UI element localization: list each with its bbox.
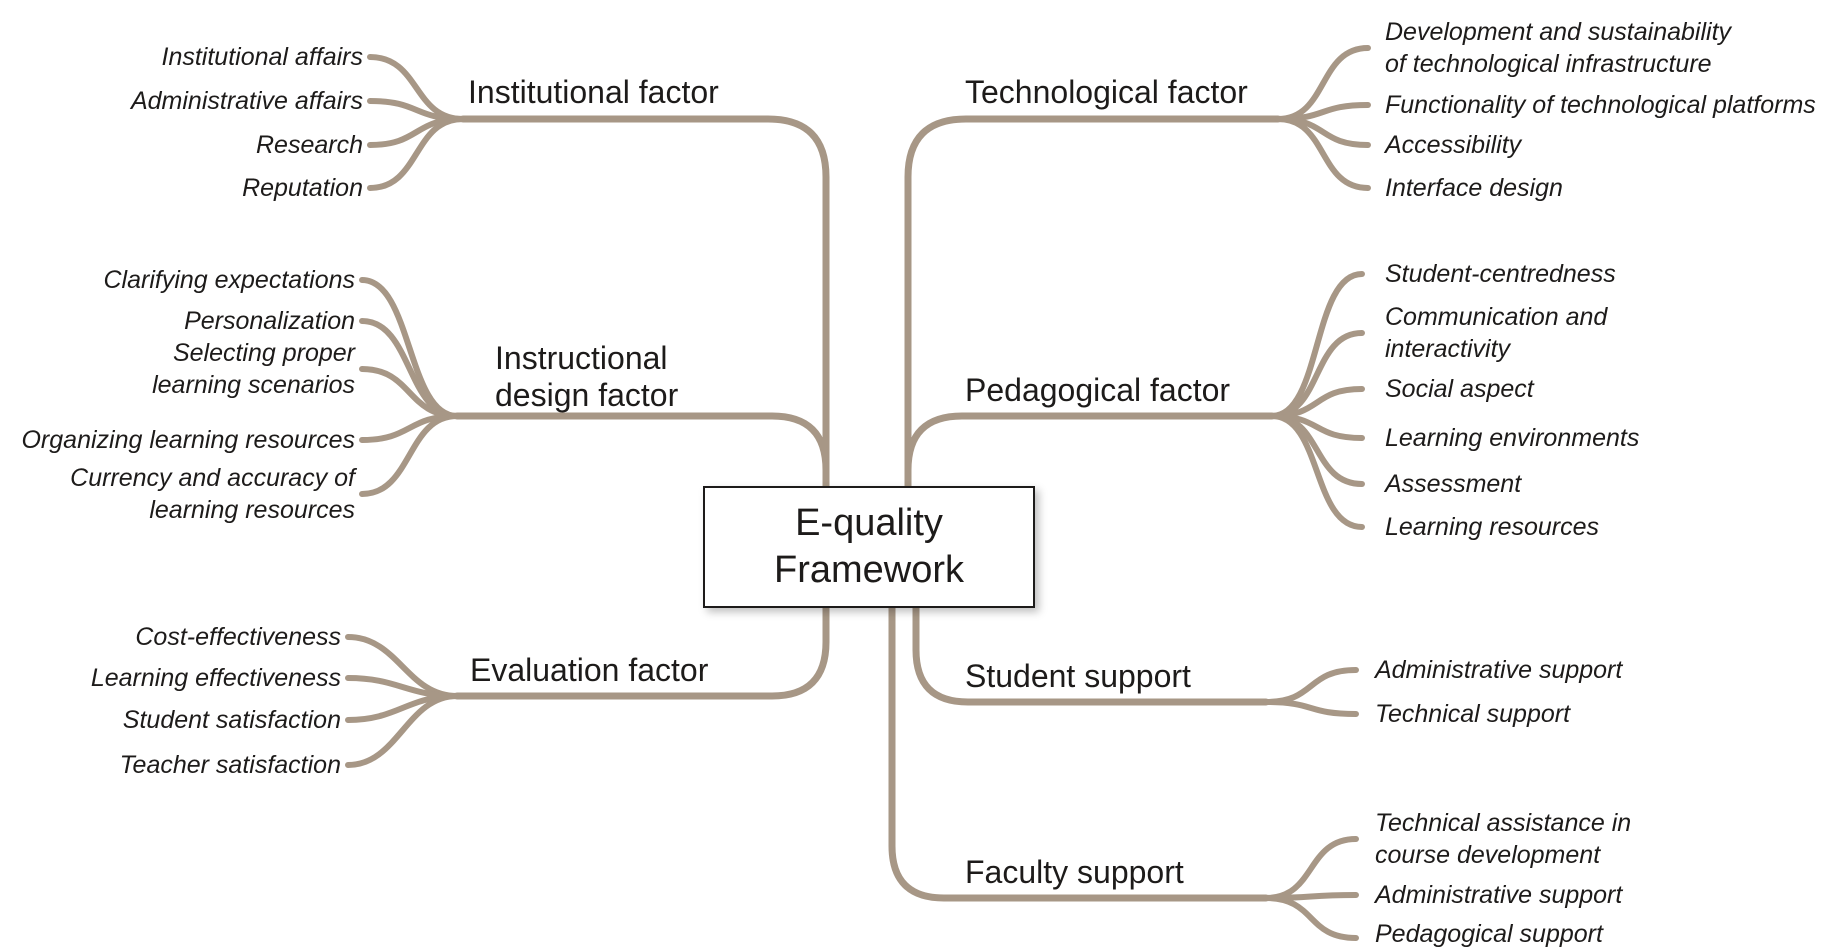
leaf-reputation: Reputation — [242, 174, 363, 202]
leaf-learning-effectiveness: Learning effectiveness — [90, 664, 341, 692]
branch-line-technological-factor — [904, 115, 1282, 492]
center-node: E-quality Framework — [703, 486, 1035, 608]
leaf-line-teacher-satisfaction — [345, 693, 460, 768]
leaf-line-pedagogical-support — [1263, 895, 1359, 941]
branch-label-technological-factor: Technological factor — [965, 74, 1248, 110]
leaf-student-centredness: Student-centredness — [1385, 260, 1616, 288]
leaf-line-administrative-support-student — [1263, 667, 1359, 705]
leaf-line-technical-assistance — [1263, 836, 1359, 901]
leaf-institutional-affairs: Institutional affairs — [161, 43, 364, 71]
leaf-technical-assistance: Technical assistance in course developme… — [1375, 809, 1632, 869]
leaf-line-administrative-affairs — [367, 98, 466, 122]
branch-label-instructional-design-factor: Instructional design factor — [495, 340, 679, 413]
leaf-clarifying-expectations: Clarifying expectations — [103, 266, 355, 294]
branch-label-student-support: Student support — [965, 658, 1191, 694]
leaf-administrative-support-student: Administrative support — [1375, 656, 1623, 684]
leaf-personalization: Personalization — [184, 307, 355, 335]
leaf-line-reputation — [367, 116, 466, 191]
leaf-pedagogical-support: Pedagogical support — [1375, 920, 1603, 948]
branch-line-evaluation-factor — [453, 598, 830, 700]
branch-label-pedagogical-factor: Pedagogical factor — [965, 372, 1231, 408]
leaf-currency-and-accuracy: Currency and accuracy of learning resour… — [70, 464, 355, 524]
leaf-selecting-proper-learning-scenarios: Selecting proper learning scenarios — [152, 339, 355, 399]
leaf-communication-interactivity: Communication and interactivity — [1385, 303, 1608, 363]
leaf-line-student-centredness — [1269, 271, 1365, 419]
branch-line-instructional-design-factor — [453, 412, 830, 492]
leaf-administrative-affairs: Administrative affairs — [130, 87, 363, 115]
leaf-line-interface-design — [1275, 116, 1371, 191]
branch-line-faculty-support — [888, 598, 1270, 902]
leaf-learning-resources: Learning resources — [1385, 513, 1600, 541]
leaf-development-sustainability: Development and sustainability of techno… — [1385, 18, 1732, 78]
leaf-line-learning-resources — [1269, 413, 1365, 530]
branch-line-institutional-factor — [459, 115, 830, 492]
leaf-line-technical-support — [1263, 699, 1359, 717]
leaf-line-learning-effectiveness — [345, 675, 460, 699]
leaf-student-satisfaction: Student satisfaction — [122, 706, 341, 734]
leaf-social-aspect: Social aspect — [1385, 375, 1534, 403]
leaf-functionality-platforms: Functionality of technological platforms — [1385, 91, 1816, 119]
branch-label-evaluation-factor: Evaluation factor — [470, 652, 709, 688]
leaf-research: Research — [256, 131, 363, 159]
branch-label-faculty-support: Faculty support — [965, 854, 1184, 890]
leaf-accessibility: Accessibility — [1385, 131, 1522, 159]
leaf-cost-effectiveness: Cost-effectiveness — [135, 623, 341, 651]
leaf-technical-support: Technical support — [1375, 700, 1571, 728]
leaf-organizing-learning-resources: Organizing learning resources — [21, 426, 355, 454]
leaf-interface-design: Interface design — [1385, 174, 1563, 202]
leaf-administrative-support-faculty: Administrative support — [1375, 881, 1623, 909]
leaf-teacher-satisfaction: Teacher satisfaction — [119, 751, 341, 779]
branch-line-student-support — [912, 598, 1270, 706]
leaf-learning-environments: Learning environments — [1385, 424, 1640, 452]
leaf-line-currency-and-accuracy — [359, 413, 460, 497]
branch-line-pedagogical-factor — [904, 412, 1276, 492]
branch-label-institutional-factor: Institutional factor — [468, 74, 719, 110]
leaf-assessment: Assessment — [1385, 470, 1522, 498]
